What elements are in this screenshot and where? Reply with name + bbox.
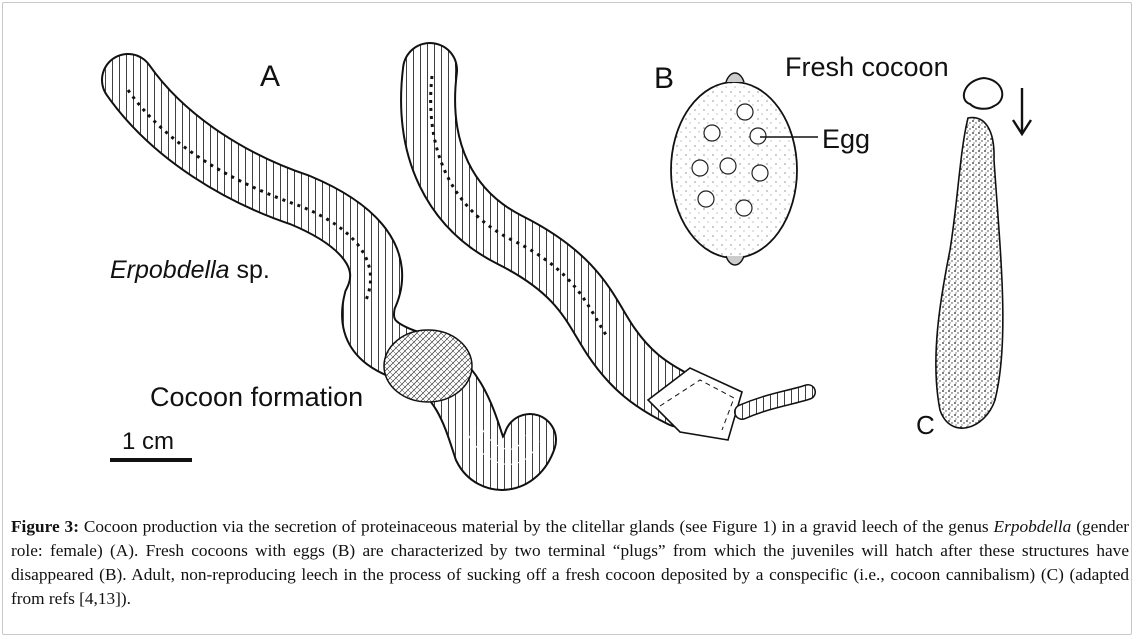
panel-label-b: B bbox=[654, 62, 675, 95]
genus-label: Erpobdella bbox=[110, 256, 230, 284]
panel-label-a: A bbox=[260, 60, 281, 93]
figure-caption: Figure 3: Cocoon production via the secr… bbox=[11, 515, 1129, 611]
caption-text-2: (gender role: female) (A). Fresh cocoons… bbox=[11, 517, 1130, 608]
species-suffix: sp. bbox=[229, 256, 270, 284]
fresh-cocoon-label: Fresh cocoon bbox=[785, 52, 949, 82]
caption-text-1: Cocoon production via the secretion of p… bbox=[78, 517, 994, 536]
caption-genus: Erpobdella bbox=[993, 517, 1072, 536]
caption-label: Figure 3: bbox=[11, 517, 79, 536]
cocoon-formation-label: Cocoon formation bbox=[150, 382, 364, 412]
leech-c-drawing bbox=[935, 76, 1033, 429]
leech-b-drawing bbox=[400, 42, 816, 441]
panel-label-c: C bbox=[916, 410, 935, 440]
egg-label: Egg bbox=[822, 124, 871, 154]
leech-a-drawing bbox=[101, 53, 557, 491]
species-label: Erpobdella sp. bbox=[110, 256, 270, 285]
cocoon-b-drawing bbox=[670, 72, 818, 266]
figure-illustration bbox=[101, 42, 1033, 491]
scale-bar-label: 1 cm bbox=[122, 428, 175, 455]
